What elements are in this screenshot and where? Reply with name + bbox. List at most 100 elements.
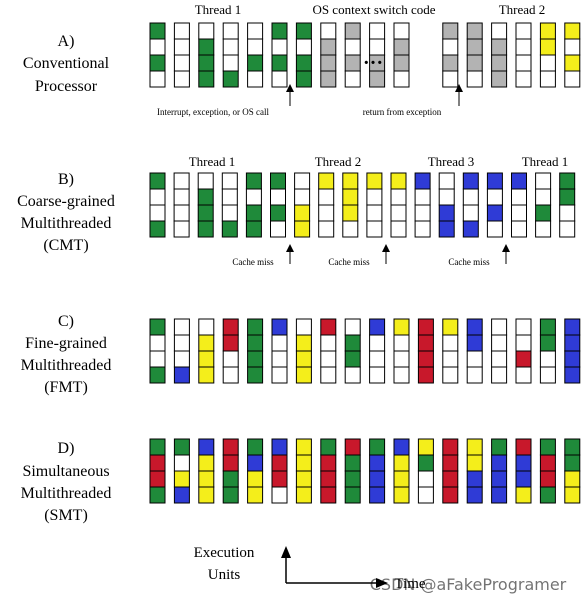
unit-cell <box>393 38 410 56</box>
unit-cell <box>417 366 434 384</box>
unit-cell <box>366 172 383 190</box>
unit-cell <box>245 204 262 222</box>
unit-cell <box>344 334 361 352</box>
unit-cell <box>221 204 238 222</box>
unit-cell <box>173 54 190 72</box>
unit-cell <box>270 172 286 190</box>
unit-cell <box>149 54 166 72</box>
unit-cell <box>173 188 190 206</box>
unit-cell <box>270 220 286 238</box>
unit-cell <box>442 470 459 488</box>
section-d-column <box>149 438 166 504</box>
unit-cell <box>173 38 190 56</box>
unit-cell <box>344 366 361 384</box>
unit-cell <box>294 220 311 238</box>
unit-cell <box>221 220 238 238</box>
unit-cell <box>271 350 288 368</box>
unit-cell <box>198 486 215 504</box>
section-b-column <box>318 172 335 238</box>
unit-cell <box>173 318 190 336</box>
section-b-cache-miss-1: Cache miss <box>232 257 274 267</box>
section-c-column <box>393 318 410 384</box>
unit-cell <box>515 470 532 488</box>
unit-cell <box>462 188 479 206</box>
unit-cell <box>295 454 312 472</box>
unit-cell <box>173 454 190 472</box>
section-b-thread-1-again-label: Thread 1 <box>522 154 569 169</box>
unit-cell <box>515 334 532 352</box>
section-b-column <box>197 172 214 238</box>
unit-cell <box>245 220 262 238</box>
unit-cell <box>486 188 503 206</box>
section-d-column <box>173 438 190 504</box>
unit-cell <box>342 204 359 222</box>
unit-cell <box>197 220 214 238</box>
unit-cell <box>442 38 459 56</box>
unit-cell <box>535 172 552 190</box>
section-b-label-1: B) <box>58 171 74 188</box>
unit-cell <box>198 454 215 472</box>
section-d-label-4: (SMT) <box>44 507 88 524</box>
unit-cell <box>417 334 434 352</box>
unit-cell <box>539 470 556 488</box>
execution-units-label-2: Units <box>208 567 241 583</box>
section-c-column <box>466 318 483 384</box>
unit-cell <box>271 22 288 40</box>
unit-cell <box>271 38 288 56</box>
unit-cell <box>173 470 190 488</box>
unit-cell <box>295 38 312 56</box>
unit-cell <box>369 22 386 40</box>
unit-cell <box>198 38 215 56</box>
section-a-column <box>247 22 264 88</box>
section-d-column <box>344 438 361 504</box>
section-b-column <box>535 172 552 238</box>
unit-cell <box>491 334 508 352</box>
section-d-column <box>369 438 386 504</box>
section-a-column <box>515 22 532 88</box>
section-b-column <box>173 172 190 238</box>
unit-cell <box>515 486 532 504</box>
unit-cell <box>295 438 312 456</box>
unit-cell <box>344 22 361 40</box>
unit-cell <box>342 188 359 206</box>
unit-cell <box>442 70 459 88</box>
unit-cell <box>149 70 166 88</box>
unit-cell <box>149 470 166 488</box>
section-a-os-switch-label: OS context switch code <box>312 2 435 17</box>
unit-cell <box>564 22 581 40</box>
unit-cell <box>393 318 410 336</box>
section-b-cache-miss-2: Cache miss <box>328 257 370 267</box>
section-a-column <box>198 22 215 88</box>
section-b-column <box>294 172 311 238</box>
unit-cell <box>198 470 215 488</box>
unit-cell <box>247 470 264 488</box>
unit-cell <box>198 318 215 336</box>
unit-cell <box>173 204 190 222</box>
unit-cell <box>466 38 483 56</box>
section-a-arrow-interrupt <box>286 84 294 106</box>
unit-cell <box>271 54 288 72</box>
section-a-column <box>271 22 288 88</box>
unit-cell <box>369 470 386 488</box>
unit-cell <box>247 454 264 472</box>
section-b-column <box>511 172 527 238</box>
unit-cell <box>247 70 264 88</box>
unit-cell <box>564 334 581 352</box>
unit-cell <box>295 366 312 384</box>
unit-cell <box>539 366 556 384</box>
unit-cell <box>173 22 190 40</box>
section-b-column <box>559 172 576 238</box>
unit-cell <box>442 486 459 504</box>
unit-cell <box>247 22 264 40</box>
unit-cell <box>344 470 361 488</box>
unit-cell <box>393 366 410 384</box>
section-c-column <box>271 318 288 384</box>
unit-cell <box>222 70 239 88</box>
section-b-column <box>438 172 455 238</box>
unit-cell <box>417 470 434 488</box>
section-b-column <box>414 172 431 238</box>
unit-cell <box>393 334 410 352</box>
unit-cell <box>149 438 166 456</box>
section-a-column <box>173 22 190 88</box>
